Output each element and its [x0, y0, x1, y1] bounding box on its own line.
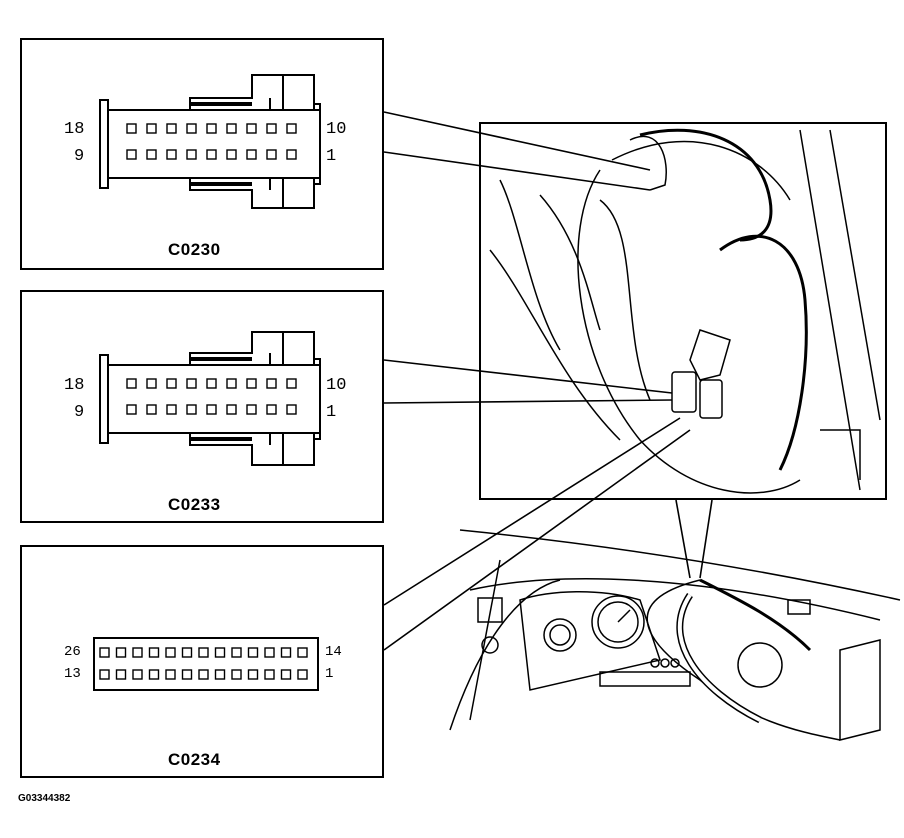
pin-cavity	[146, 123, 157, 134]
pin-cavity	[126, 378, 137, 389]
pin-cavity	[165, 669, 176, 680]
pin-cavity	[266, 149, 277, 160]
pin-cavity	[186, 149, 197, 160]
pin-cavity	[286, 404, 297, 415]
pin-cavity	[166, 123, 177, 134]
pin-cavity	[206, 378, 217, 389]
pin-cavity	[231, 647, 242, 658]
c0233-pin-label-bottom-left: 9	[74, 403, 85, 422]
pin-cavity	[99, 669, 110, 680]
pin-cavity	[99, 647, 110, 658]
pin-cavity	[126, 149, 137, 160]
pin-cavity	[148, 647, 160, 658]
pin-cavity	[214, 669, 226, 680]
pin-cavity	[206, 149, 217, 160]
c0234-pin-label-bottom-right: 1	[325, 666, 334, 682]
pin-cavity	[132, 669, 143, 680]
pin-cavity	[226, 123, 237, 134]
cluster-detail-frame	[479, 122, 887, 500]
c0230-pin-label-bottom-left: 9	[74, 147, 85, 166]
c0230-label: C0230	[168, 240, 221, 259]
pin-cavity	[266, 404, 277, 415]
cluster-closeup-art	[489, 128, 881, 494]
connector-panel-c0233	[20, 290, 384, 523]
c0233-pin-label-bottom-right: 1	[326, 403, 337, 422]
figure-id: G03344382	[18, 793, 71, 804]
pin-cavity	[186, 378, 197, 389]
pin-cavity	[266, 378, 277, 389]
pin-cavity	[246, 123, 257, 134]
pin-cavity	[126, 123, 137, 134]
connector-c0233-drawing	[99, 331, 321, 466]
c0233-pin-label-top-left: 18	[64, 376, 85, 395]
pin-cavity	[181, 647, 193, 658]
pin-cavity	[264, 669, 275, 680]
pin-cavity	[280, 647, 292, 658]
connector-c0234-drawing	[93, 637, 319, 691]
pin-cavity	[206, 123, 217, 134]
pin-cavity	[214, 647, 226, 658]
c0234-pin-label-top-right: 14	[325, 644, 342, 660]
connector-panel-c0230	[20, 38, 384, 270]
pin-cavity	[115, 647, 127, 658]
pin-cavity	[181, 669, 193, 680]
pin-cavity	[247, 669, 259, 680]
pin-cavity	[165, 647, 176, 658]
pin-cavity	[206, 404, 217, 415]
c0230-pin-label-bottom-right: 1	[326, 147, 337, 166]
pin-cavity	[246, 149, 257, 160]
pin-cavity	[286, 123, 297, 134]
c0234-pin-label-bottom-left: 13	[64, 666, 81, 682]
pin-cavity	[231, 669, 242, 680]
pins-c0233	[126, 378, 297, 415]
pin-cavity	[226, 378, 237, 389]
pins-c0234	[99, 647, 308, 680]
c0230-pin-label-top-left: 18	[64, 120, 85, 139]
pin-cavity	[297, 647, 308, 658]
pin-cavity	[126, 404, 137, 415]
connector-c0230-drawing	[99, 74, 321, 209]
pin-cavity	[246, 404, 257, 415]
pin-cavity	[132, 647, 143, 658]
c0234-pin-label-top-left: 26	[64, 644, 81, 660]
pins-c0230	[126, 123, 297, 160]
pin-cavity	[226, 404, 237, 415]
pin-cavity	[198, 647, 209, 658]
pin-cavity	[148, 669, 160, 680]
leader-lines	[383, 111, 713, 651]
pin-cavity	[280, 669, 292, 680]
pin-cavity	[264, 647, 275, 658]
pin-cavity	[186, 404, 197, 415]
pin-cavity	[166, 404, 177, 415]
pin-cavity	[297, 669, 308, 680]
pin-cavity	[166, 378, 177, 389]
c0233-label: C0233	[168, 495, 221, 514]
pin-cavity	[166, 149, 177, 160]
pin-cavity	[146, 149, 157, 160]
connector-panel-c0234	[20, 545, 384, 778]
pin-cavity	[286, 378, 297, 389]
pin-cavity	[146, 378, 157, 389]
pin-cavity	[246, 378, 257, 389]
c0230-pin-label-top-right: 10	[326, 120, 347, 139]
pin-cavity	[266, 123, 277, 134]
pin-cavity	[115, 669, 127, 680]
pin-cavity	[226, 149, 237, 160]
pin-cavity	[146, 404, 157, 415]
c0234-label: C0234	[168, 750, 221, 769]
dashboard-art	[449, 529, 901, 741]
pin-cavity	[247, 647, 259, 658]
pin-cavity	[186, 123, 197, 134]
pin-cavity	[198, 669, 209, 680]
pin-cavity	[286, 149, 297, 160]
c0233-pin-label-top-right: 10	[326, 376, 347, 395]
